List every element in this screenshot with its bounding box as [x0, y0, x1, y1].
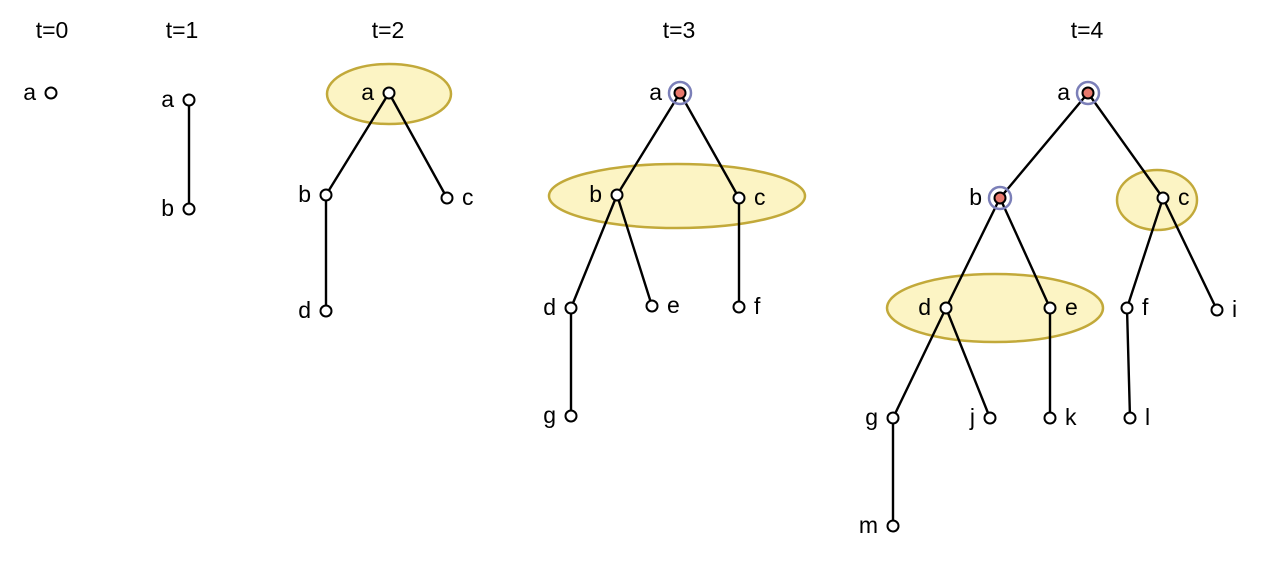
node-l — [1123, 411, 1137, 425]
node-d — [939, 301, 953, 315]
node-c — [440, 191, 454, 205]
node-c — [1156, 191, 1170, 205]
node-label-b: b — [298, 181, 311, 207]
node-a — [382, 86, 396, 100]
node-a — [1081, 86, 1095, 100]
node-label-a: a — [161, 86, 174, 112]
node-label-i: i — [1232, 296, 1237, 322]
node-g — [886, 411, 900, 425]
edge-c-i — [1161, 196, 1219, 312]
panel-title: t=0 — [36, 17, 69, 43]
node-f — [732, 300, 746, 314]
node-a — [44, 86, 58, 100]
node-e — [645, 299, 659, 313]
node-b — [319, 188, 333, 202]
node-label-a: a — [361, 79, 374, 105]
node-label-f: f — [754, 293, 761, 319]
edge-a-c — [387, 91, 449, 200]
node-k — [1043, 411, 1057, 425]
node-label-a: a — [1057, 79, 1070, 105]
node-label-e: e — [667, 292, 680, 318]
node-e — [1043, 301, 1057, 315]
panel-t-2: t=2 a b c d — [298, 17, 473, 323]
edge-b-e — [615, 193, 654, 308]
node-label-j: j — [969, 404, 975, 430]
visited-ring-a — [1075, 80, 1101, 106]
node-label-d: d — [543, 294, 556, 320]
panel-t-1: t=1 a b — [161, 17, 198, 221]
edge-b-e — [998, 196, 1052, 310]
panel-t-0: t=0 a — [23, 17, 68, 105]
edge-d-g — [891, 306, 948, 420]
node-d — [319, 304, 333, 318]
panel-title: t=1 — [166, 17, 199, 43]
node-label-a: a — [649, 79, 662, 105]
node-label-g: g — [865, 404, 878, 430]
edge-a-b — [324, 91, 391, 197]
panel-t-4: t=4 a b c d e f i g j k l m — [859, 17, 1237, 538]
edge-a-b — [998, 91, 1090, 200]
panel-title: t=2 — [372, 17, 405, 43]
node-b — [182, 202, 196, 216]
node-label-b: b — [969, 184, 982, 210]
node-label-d: d — [298, 297, 311, 323]
node-d — [564, 301, 578, 315]
node-f — [1120, 301, 1134, 315]
panel-title: t=4 — [1071, 17, 1104, 43]
node-label-f: f — [1142, 294, 1149, 320]
node-m — [886, 519, 900, 533]
node-label-m: m — [859, 512, 878, 538]
node-label-a: a — [23, 79, 36, 105]
node-label-c: c — [462, 184, 474, 210]
node-j — [983, 411, 997, 425]
node-label-g: g — [543, 402, 556, 428]
node-b — [993, 191, 1007, 205]
node-label-d: d — [918, 294, 931, 320]
node-a — [182, 93, 196, 107]
node-label-b: b — [161, 195, 174, 221]
node-label-c: c — [1178, 184, 1190, 210]
panel-t-3: t=3 a b c d e f g — [543, 17, 807, 428]
edge-a-b — [615, 91, 682, 197]
node-c — [732, 191, 746, 205]
node-label-b: b — [589, 181, 602, 207]
edge-b-d — [944, 196, 1002, 310]
node-b — [610, 188, 624, 202]
edge-d-j — [944, 306, 992, 420]
node-label-l: l — [1145, 404, 1150, 430]
node-label-k: k — [1065, 404, 1077, 430]
node-a — [673, 86, 687, 100]
visited-ring-a — [667, 80, 693, 106]
node-label-c: c — [754, 184, 766, 210]
edge-a-c — [1086, 91, 1165, 200]
frontier-highlight-b-c — [547, 162, 807, 230]
edge-b-d — [569, 193, 619, 310]
panel-title: t=3 — [663, 17, 696, 43]
edge-f-l — [1125, 306, 1132, 420]
node-label-e: e — [1065, 294, 1078, 320]
edge-c-f — [1125, 196, 1165, 310]
edge-a-c — [678, 91, 741, 200]
node-g — [564, 409, 578, 423]
node-i — [1210, 303, 1224, 317]
visited-ring-b — [987, 185, 1013, 211]
